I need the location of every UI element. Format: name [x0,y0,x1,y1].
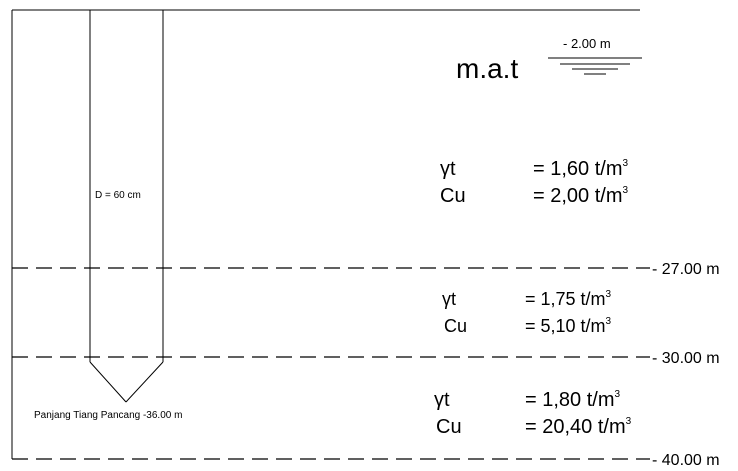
pile-tip-right [125,361,164,403]
layer-2-cu-value: = 5,10 t/m3 [525,316,612,336]
layer-2-gamma-value: = 1,75 t/m3 [525,289,612,309]
water-table-depth: - 2.00 m [563,36,611,51]
layer-2-cu-symbol: Cu [444,316,467,336]
pile-diameter-label: D = 60 cm [95,190,141,201]
layer-2-depth-label: - 30.00 m [652,350,720,367]
layer-2-gamma-symbol: γt [442,289,456,309]
layer-1-cu-symbol: Cu [440,185,466,207]
layer-3-gamma-symbol: γt [434,389,450,411]
layer-3-cu-value: = 20,40 t/m3 [525,416,632,438]
layer-1-depth-label: - 27.00 m [652,261,720,278]
layer-3-cu-symbol: Cu [436,416,462,438]
layer-1-cu-value: = 2,00 t/m3 [533,185,629,207]
layer-3-depth-label: - 40.00 m [652,452,720,466]
pile-tip-left [89,361,127,403]
layer-1-gamma-symbol: γt [440,158,456,180]
layer-1-gamma-value: = 1,60 t/m3 [533,158,629,180]
layer-3-gamma-value: = 1,80 t/m3 [525,389,621,411]
water-table-icon [548,57,642,75]
pile-length-label: Panjang Tiang Pancang -36.00 m [34,410,182,421]
pile [89,10,164,403]
water-table-label: m.a.t [456,53,518,84]
